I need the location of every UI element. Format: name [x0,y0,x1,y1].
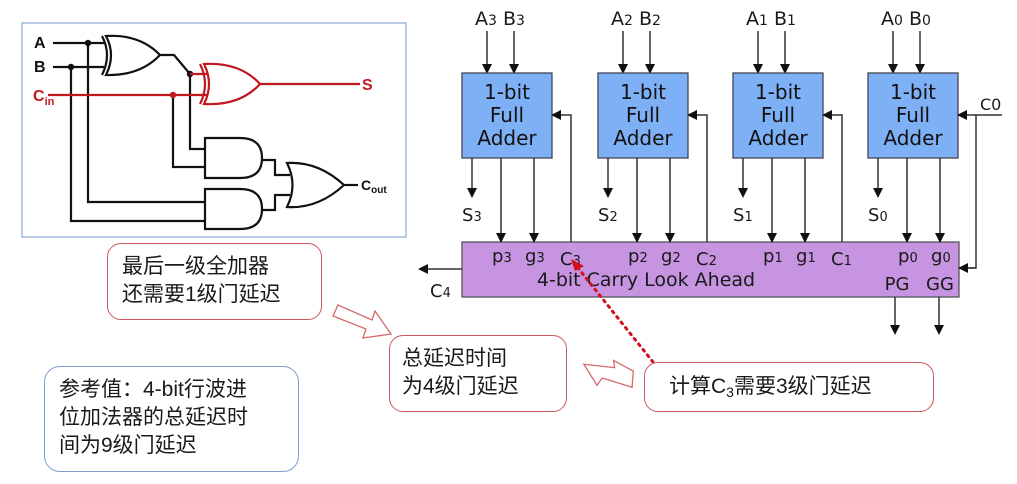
input-b0-label: B0 [909,8,931,30]
arrow-to-total-delay [332,304,393,339]
callout-reference-line-1: 参考值：4-bit行波进 [59,378,247,401]
sum-1-label: S1 [733,205,753,226]
c3-pointer-dotted-line [576,266,655,364]
full-adder-3-label-0: 1-bit [484,80,530,104]
arrow-from-c3-callout [582,359,635,389]
full-adder-2-label-0: 1-bit [620,80,666,104]
xor-gate-2 [199,62,262,106]
full-adder-1-label-1: Full [761,103,795,127]
carry-1-label: C1 [831,249,852,270]
gg-label: GG [926,274,954,295]
pg-label: PG [885,274,910,295]
callout-reference-line-2: 位加法器的总延迟时 [59,406,248,429]
input-a0-label: A0 [881,8,903,30]
full-adder-3-label-2: Adder [477,126,537,150]
callout-c3-prefix: 计算C [669,375,727,398]
carry-lookahead-block [461,241,960,298]
full-adder-circuit: A B Cin S Cout [21,22,407,238]
callout-total-delay: 总延迟时间 为4级门延迟 [389,335,567,412]
cin-junction [169,91,177,99]
callout-reference-line-3: 间为9级门延迟 [59,434,197,457]
p1-label: p1 [763,246,783,267]
callout-last-adder: 最后一级全加器 还需要1级门延迟 [107,243,322,320]
full-adder-0-label-1: Full [896,103,930,127]
g2-label: g2 [661,246,681,267]
full-adder-0-label-2: Adder [883,126,943,150]
carry-3-label: C3 [560,249,581,270]
carry-2-feedback [687,110,708,242]
sum-0-label: S0 [868,205,888,226]
input-b-label: B [34,59,46,76]
input-b3-label: B3 [503,8,525,30]
carry-in-label: C0 [980,95,1001,114]
and-gates [203,136,264,231]
full-adder-0-block [867,72,959,159]
callout-last-adder-line-1: 最后一级全加器 [122,255,269,278]
p2-label: p2 [628,246,648,267]
callout-compute-c3: 计算C3需要3级门延迟 [644,362,934,412]
full-adder-0-label-0: 1-bit [890,80,936,104]
sum-2-label: S2 [598,205,618,226]
callout-total-delay-line-1: 总延迟时间 [402,347,507,370]
g1-label: g1 [796,246,816,267]
callout-c3-suffix: 需要3级门延迟 [733,375,872,398]
full-adder-3-block [461,72,553,159]
circuit-junctions [67,39,194,78]
input-a3-label: A3 [475,8,497,30]
carry-out-label: C4 [430,281,451,302]
g0-label: g0 [931,246,951,267]
output-cout-label: Cout [361,177,387,196]
output-sum-label: S [362,77,373,94]
g3-label: g3 [525,246,545,267]
full-adder-2-block [597,72,689,159]
p3-label: p3 [492,246,512,267]
callout-arrows [332,304,635,389]
xor-gate-1 [101,34,162,77]
callout-reference: 参考值：4-bit行波进 位加法器的总延迟时 间为9级门延迟 [44,366,299,472]
full-adder-2-label-1: Full [626,103,660,127]
full-adder-1-label-2: Adder [748,126,808,150]
input-b2-label: B2 [639,8,661,30]
input-cin-label: Cin [33,88,55,108]
sum-3-label: S3 [462,205,482,226]
input-a2-label: A2 [611,8,633,30]
full-adder-1-block [732,72,824,159]
callout-last-adder-line-2: 还需要1级门延迟 [122,283,281,306]
carry-lookahead-label: 4-bit Carry Look Ahead [537,269,755,291]
carry-2-label: C2 [696,249,717,270]
c3-pointer-arrowhead [571,259,584,271]
full-adder-3-label-1: Full [490,103,524,127]
or-gate [285,161,346,209]
carry-in-wire [960,114,1002,269]
full-adder-2-label-2: Adder [613,126,673,150]
full-adder-1-label-0: 1-bit [755,80,801,104]
carry-1-feedback [822,110,843,242]
callout-total-delay-line-2: 为4级门延迟 [402,375,519,398]
p0-label: p0 [898,246,918,267]
input-b1-label: B1 [774,8,796,30]
callout-c3-sub: 3 [726,384,734,400]
input-a1-label: A1 [746,8,768,30]
input-a-label: A [34,35,46,52]
carry-3-feedback [551,110,572,242]
